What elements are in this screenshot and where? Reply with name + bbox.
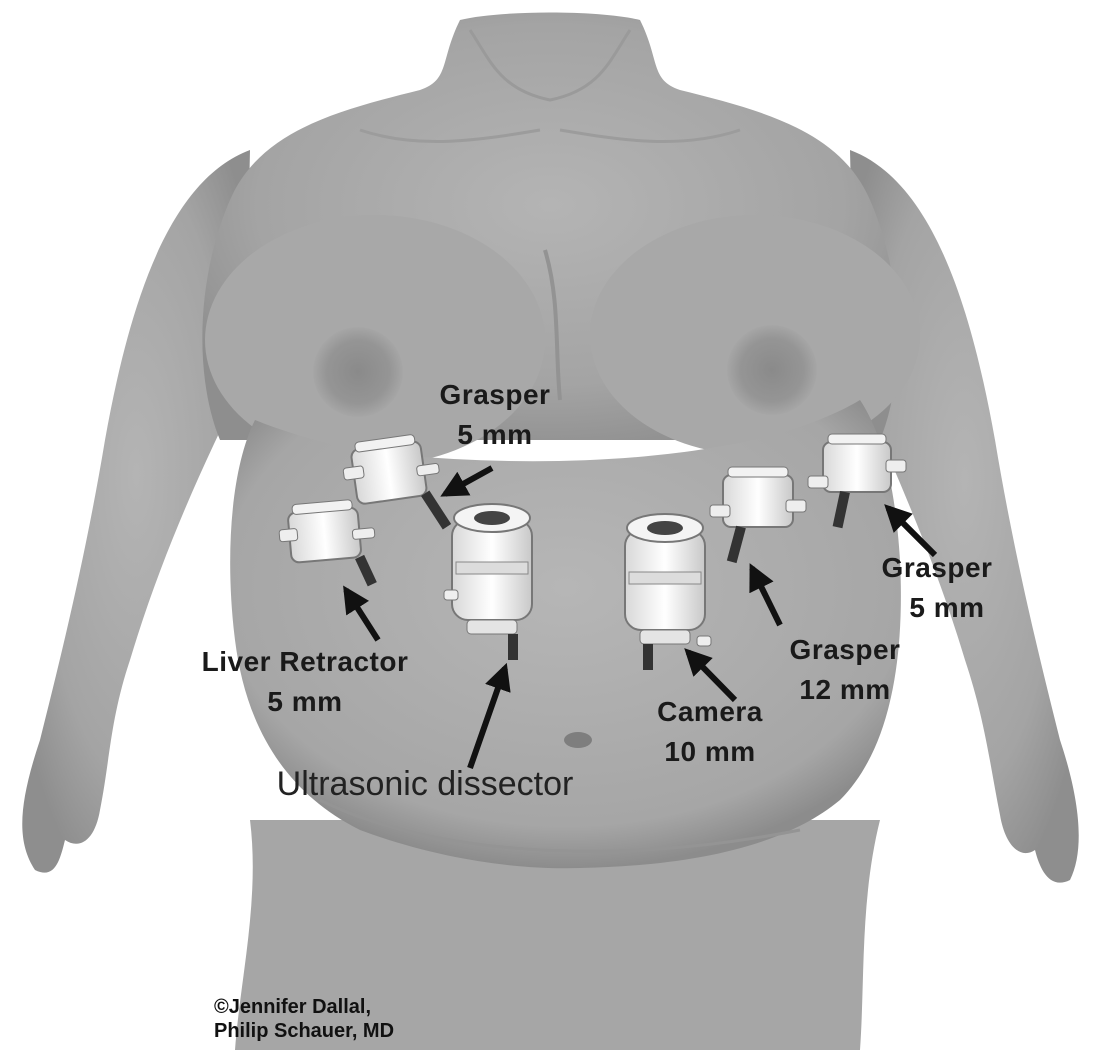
label-grasper-far-right-name: Grasper — [862, 548, 1012, 588]
label-liver-retractor-name: Liver Retractor — [170, 642, 440, 682]
label-grasper-far-right: Grasper 5 mm — [862, 548, 1012, 628]
label-ultrasonic-dissector-name: Ultrasonic dissector — [240, 764, 610, 804]
label-grasper-mid-right-size: 12 mm — [770, 670, 920, 710]
label-grasper-mid-right-name: Grasper — [770, 630, 920, 670]
label-grasper-upper-left-name: Grasper — [420, 375, 570, 415]
label-ultrasonic-dissector: Ultrasonic dissector — [240, 764, 610, 804]
credit-line-2: Philip Schauer, MD — [214, 1019, 394, 1043]
credit-line-1: ©Jennifer Dallal, — [214, 995, 394, 1019]
label-camera-name: Camera — [630, 692, 790, 732]
label-liver-retractor-size: 5 mm — [170, 682, 440, 722]
label-liver-retractor: Liver Retractor 5 mm — [170, 642, 440, 722]
label-grasper-upper-left: Grasper 5 mm — [420, 375, 570, 455]
copyright-credit: ©Jennifer Dallal, Philip Schauer, MD — [214, 995, 394, 1043]
navel — [564, 732, 592, 748]
torso — [22, 13, 1078, 1050]
label-grasper-far-right-size: 5 mm — [862, 588, 1012, 628]
label-grasper-upper-left-size: 5 mm — [420, 415, 570, 455]
left-areola — [313, 327, 403, 417]
right-areola — [727, 325, 817, 415]
label-camera: Camera 10 mm — [630, 692, 790, 772]
label-grasper-mid-right: Grasper 12 mm — [770, 630, 920, 710]
label-camera-size: 10 mm — [630, 732, 790, 772]
